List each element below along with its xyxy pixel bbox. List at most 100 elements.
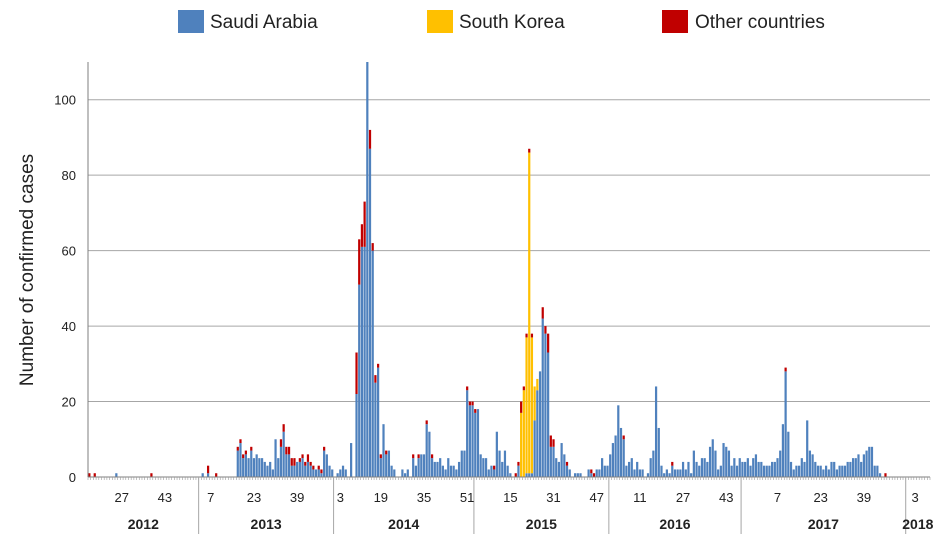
bar-saudi — [876, 465, 879, 477]
bar-other — [417, 454, 420, 459]
bar-other — [250, 446, 253, 451]
bar-saudi — [422, 454, 426, 477]
bar-saudi — [771, 461, 774, 477]
bar-saudi — [390, 465, 393, 477]
x-week-label: 39 — [857, 490, 871, 505]
bar-other — [239, 439, 242, 444]
bar-saudi — [851, 458, 855, 477]
bar-saudi — [463, 450, 466, 477]
x-week-label: 23 — [813, 490, 827, 505]
bar-saudi — [730, 465, 733, 477]
bar-saudi — [206, 473, 210, 477]
bar-saudi — [560, 443, 563, 477]
bar-other — [312, 465, 315, 470]
bar-saudi — [617, 405, 620, 477]
bar-saudi — [587, 469, 590, 477]
bar-saudi — [355, 394, 358, 477]
bar-saudi — [258, 458, 261, 477]
bar-saudi — [636, 461, 639, 477]
bar-saudi — [757, 461, 760, 477]
bar-saudi — [247, 458, 250, 477]
bar-other — [549, 435, 552, 447]
bar-saudi — [838, 465, 841, 477]
bar-saudi — [698, 465, 701, 477]
x-year-label: 2018 — [902, 516, 933, 532]
bar-other — [884, 473, 887, 477]
bar-saudi — [536, 390, 539, 477]
bar-saudi — [727, 450, 731, 477]
bar-saudi — [341, 465, 345, 477]
bar-other — [544, 326, 547, 334]
bar-saudi — [474, 412, 477, 477]
bar-saudi — [403, 473, 407, 477]
bar-saudi — [819, 465, 822, 477]
bar-saudi — [555, 458, 558, 477]
bar-saudi — [684, 469, 687, 477]
bar-saudi — [668, 473, 671, 477]
bar-saudi — [870, 446, 874, 477]
bar-saudi — [700, 458, 704, 477]
bar-korea — [530, 337, 534, 474]
bar-other — [93, 473, 96, 477]
x-week-label: 11 — [633, 490, 647, 505]
bar-saudi — [833, 461, 836, 477]
bar-saudi — [749, 465, 752, 477]
bar-saudi — [733, 458, 736, 477]
bar-saudi — [557, 461, 561, 477]
bar-other — [592, 473, 596, 477]
y-tick-label: 0 — [69, 470, 76, 485]
x-week-label: 15 — [503, 490, 517, 505]
legend: Saudi Arabia South Korea Other countries — [178, 10, 825, 33]
bar-saudi — [708, 446, 712, 477]
bar-other — [517, 461, 520, 466]
x-week-label: 19 — [374, 490, 388, 505]
bar-other — [525, 333, 528, 338]
bar-saudi — [255, 454, 258, 477]
bar-saudi — [638, 469, 641, 477]
bar-saudi — [263, 461, 266, 477]
bar-other — [323, 446, 326, 451]
bar-saudi — [250, 450, 253, 477]
bar-other — [320, 469, 323, 474]
bar-saudi — [849, 461, 852, 477]
bar-saudi — [860, 461, 863, 477]
bar-saudi — [382, 424, 385, 477]
x-week-label: 23 — [247, 490, 261, 505]
bar-other — [298, 458, 301, 462]
bar-other — [671, 461, 674, 466]
bar-other — [471, 401, 474, 406]
bar-saudi — [420, 454, 423, 477]
bar-saudi — [298, 461, 301, 477]
y-tick-label: 40 — [62, 319, 76, 334]
bar-saudi — [325, 454, 328, 477]
bar-saudi — [776, 458, 779, 477]
bar-saudi — [878, 473, 882, 477]
bar-saudi — [690, 473, 693, 477]
bar-saudi — [614, 435, 617, 477]
bar-other — [622, 435, 625, 440]
bar-saudi — [633, 469, 636, 477]
bar-saudi — [679, 469, 682, 477]
bar-saudi — [800, 458, 803, 477]
bar-saudi — [598, 469, 601, 477]
bar-other — [215, 473, 218, 477]
bar-saudi — [654, 386, 658, 477]
y-tick-label: 80 — [62, 168, 76, 183]
axes — [87, 62, 931, 534]
bar-other — [377, 363, 380, 368]
bar-other — [522, 386, 525, 391]
bar-saudi — [317, 469, 320, 477]
bar-saudi — [306, 461, 310, 477]
bar-other — [530, 333, 534, 338]
bar-korea — [520, 412, 523, 477]
bar-saudi — [552, 446, 555, 477]
bar-saudi — [412, 458, 415, 477]
bar-saudi — [525, 473, 528, 477]
bar-saudi — [274, 439, 277, 477]
bar-saudi — [455, 469, 458, 477]
bar-saudi — [323, 450, 326, 477]
bar-saudi — [290, 465, 293, 477]
bar-saudi — [447, 458, 450, 477]
bar-saudi — [663, 473, 666, 477]
bar-other — [430, 454, 434, 459]
